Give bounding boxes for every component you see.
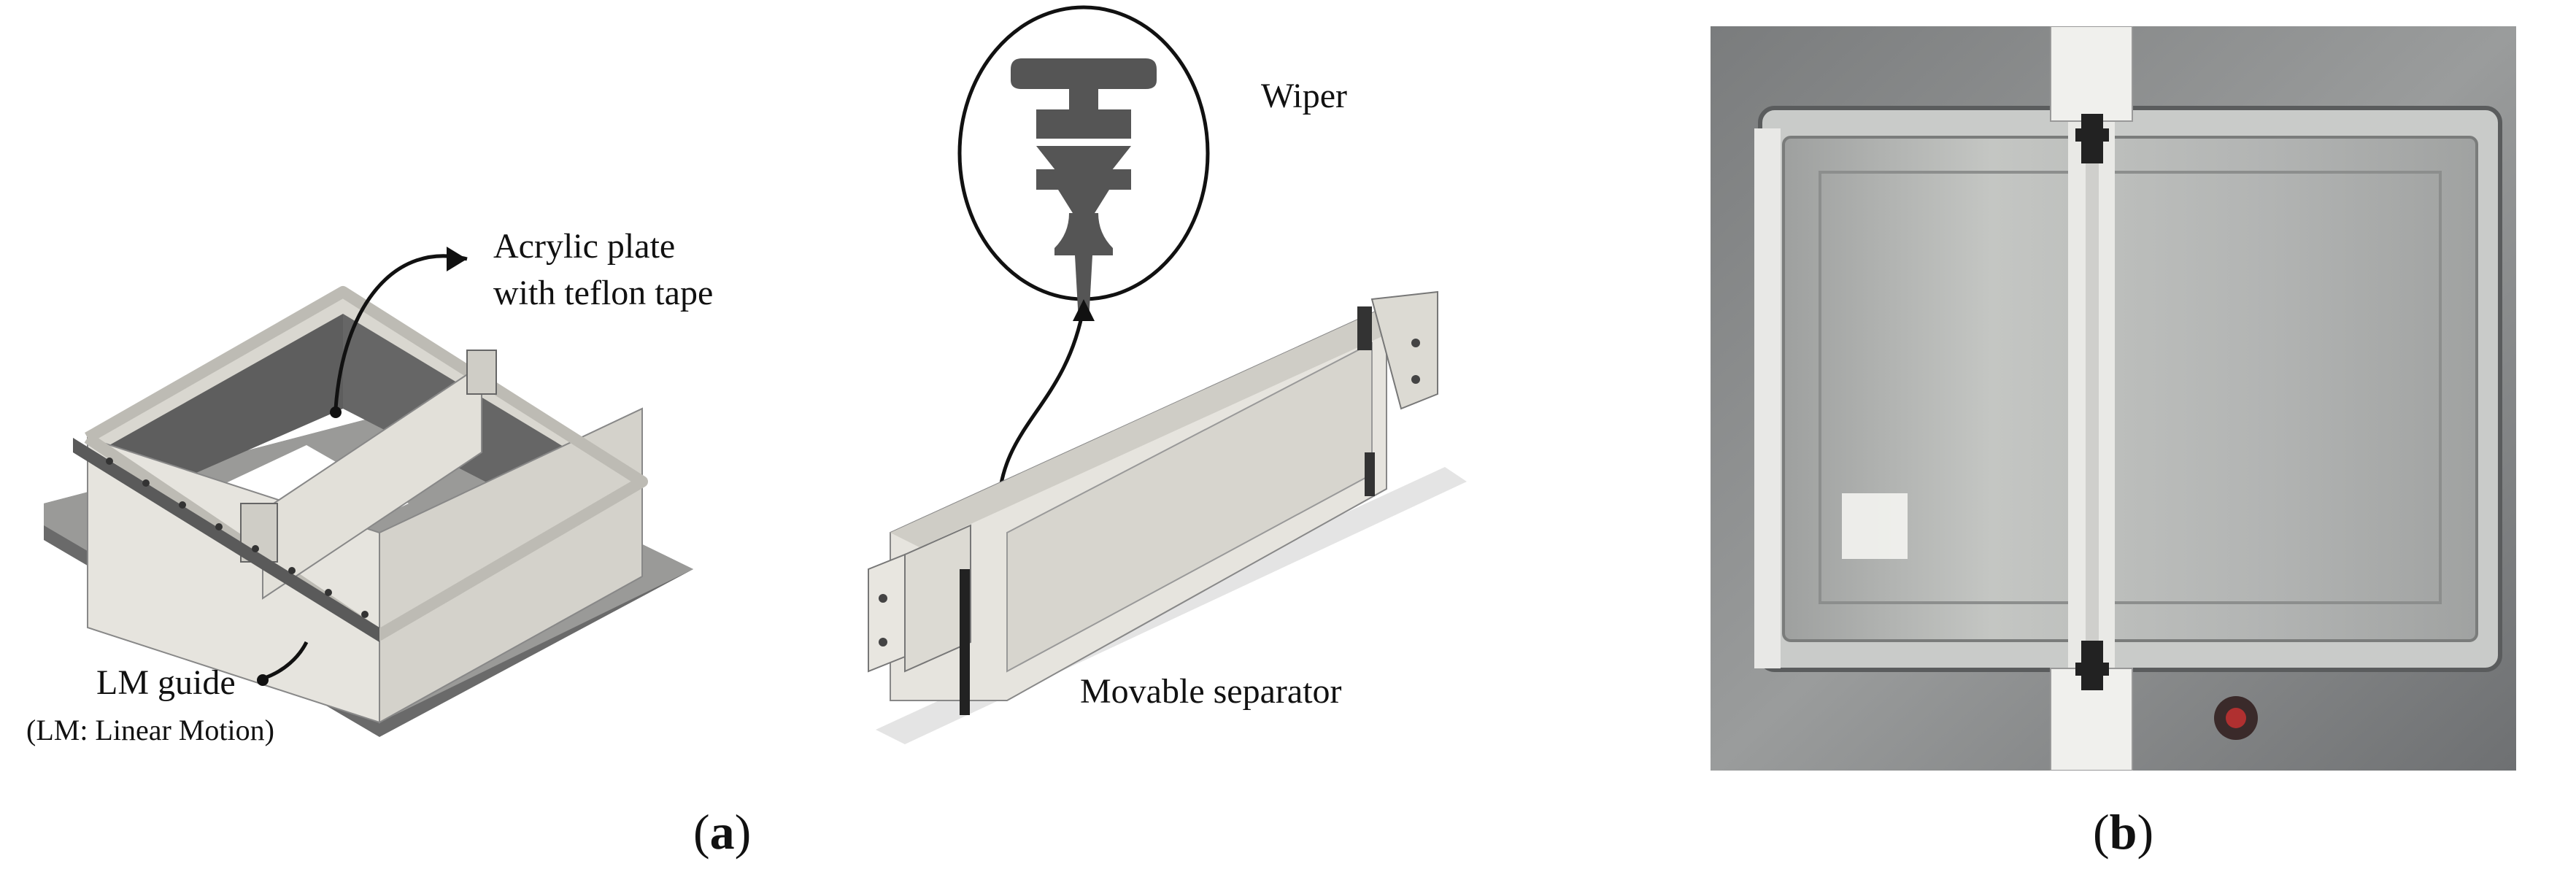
callout-lm-guide: LM guide xyxy=(96,663,236,702)
tank-photo xyxy=(1711,26,2516,771)
callout-acrylic-line2: with teflon tape xyxy=(493,274,714,312)
callout-wiper: Wiper xyxy=(1261,77,1348,115)
tank-cad-illustration xyxy=(44,247,693,737)
panel-label-a: (a) xyxy=(693,804,752,860)
callout-acrylic-line1: Acrylic plate xyxy=(493,227,676,266)
callout-lm-note: (LM: Linear Motion) xyxy=(26,714,274,746)
separator-cad-illustration xyxy=(868,5,1467,744)
callout-movable-separator: Movable separator xyxy=(1080,672,1342,711)
panel-label-b: (b) xyxy=(2093,804,2154,860)
